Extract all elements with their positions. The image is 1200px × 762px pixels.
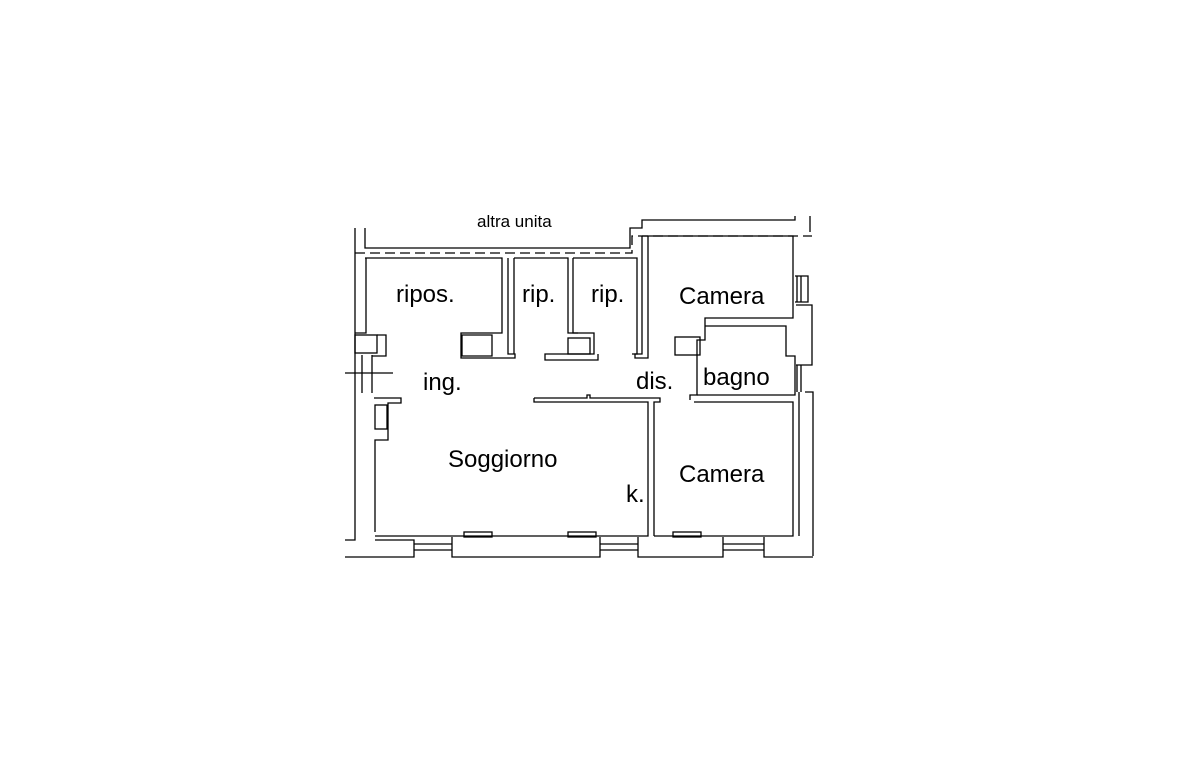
room-label-camera-1: Camera (679, 283, 765, 310)
room-label-soggiorno: Soggiorno (448, 446, 558, 473)
room-label-disimpegno: dis. (636, 368, 674, 395)
label-altra-unita: altra unita (477, 212, 552, 231)
room-label-rip-1: rip. (522, 281, 556, 308)
room-label-rip-2: rip. (591, 281, 625, 308)
room-label-bagno: bagno (703, 364, 770, 391)
room-label-camera-2: Camera (679, 461, 765, 488)
room-label-kitchen: k. (626, 481, 645, 508)
room-label-ingresso: ing. (423, 369, 462, 396)
room-label-ripos: ripos. (396, 281, 455, 308)
